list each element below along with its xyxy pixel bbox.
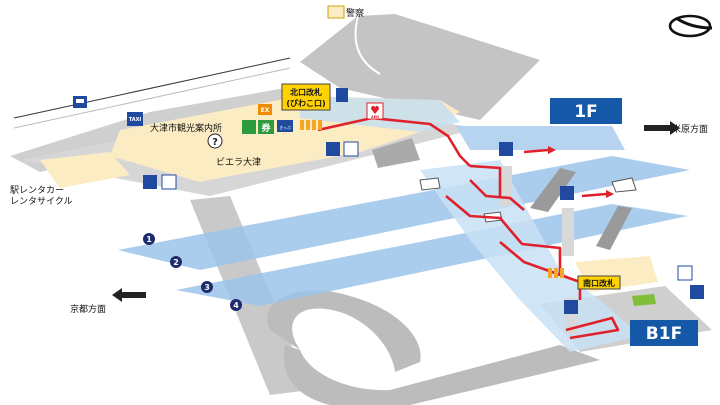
track-3-marker: 3 <box>201 281 213 293</box>
wheelchair-icon <box>143 142 704 299</box>
aed-icon: AED <box>366 102 384 120</box>
kyoto-arrow-icon <box>112 288 146 302</box>
elevator-icon <box>336 88 578 314</box>
info-text: ? <box>212 137 218 148</box>
ex-icon: EX <box>258 104 272 115</box>
south-gate-label: 南口改札 <box>577 275 621 290</box>
ticket-text: 券 <box>260 122 271 134</box>
south-gate-text: 南口改札 <box>583 278 615 288</box>
police-text: 警察 <box>346 7 364 19</box>
rental-cycle-label: レンタサイクル <box>10 196 73 207</box>
track-4-text: 4 <box>233 301 239 310</box>
track-1-marker: 1 <box>143 233 155 245</box>
platform-1-2 <box>118 156 690 270</box>
kippu-text: きっぷ <box>279 124 291 130</box>
piera-label: ビエラ大津 <box>216 156 261 168</box>
street-lines <box>13 57 291 129</box>
taxi-icon: TAXI <box>127 112 143 126</box>
maibara-direction-label: 米原方面 <box>672 123 708 135</box>
floor-b1f-text: B1F <box>646 324 682 344</box>
ex-text: EX <box>261 107 270 114</box>
bus-icon <box>73 96 87 108</box>
track-3-text: 3 <box>204 283 210 292</box>
info-icon: ? <box>207 133 223 149</box>
rental-car-label: 駅レンタカー <box>10 185 64 196</box>
kyoto-direction-label: 京都方面 <box>70 303 106 315</box>
tourist-info-label: 大津市観光案内所 <box>150 122 222 134</box>
floor-badge-b1f: B1F <box>630 320 698 346</box>
maibara-arrow-icon <box>644 121 680 135</box>
track-4-marker: 4 <box>230 299 242 311</box>
north-gate-text-1: 北口改札 <box>290 87 322 97</box>
compass-icon <box>668 14 713 38</box>
track-2-text: 2 <box>173 258 179 267</box>
north-gate-label: 北口改札 (びわこ口) <box>281 83 331 111</box>
platform-3-4 <box>176 204 688 306</box>
platforms <box>118 126 690 352</box>
aed-text: AED <box>371 115 379 119</box>
track-1-text: 1 <box>146 235 152 244</box>
green-machine-icon <box>632 294 656 306</box>
taxi-text: TAXI <box>129 117 142 123</box>
track-2-marker: 2 <box>170 256 182 268</box>
restroom-icon <box>161 141 693 281</box>
floor-1f-text: 1F <box>574 102 597 122</box>
ticket-office-icon: 券 <box>242 120 274 134</box>
route-arrows <box>548 146 614 198</box>
turnstile-icon <box>300 120 564 278</box>
ticket-machine-icon: きっぷ <box>277 120 293 132</box>
police-label: 警察 <box>327 5 364 19</box>
floor-badge-1f: 1F <box>550 98 622 124</box>
route-lines <box>317 116 620 340</box>
north-gate-text-2: (びわこ口) <box>286 98 325 108</box>
